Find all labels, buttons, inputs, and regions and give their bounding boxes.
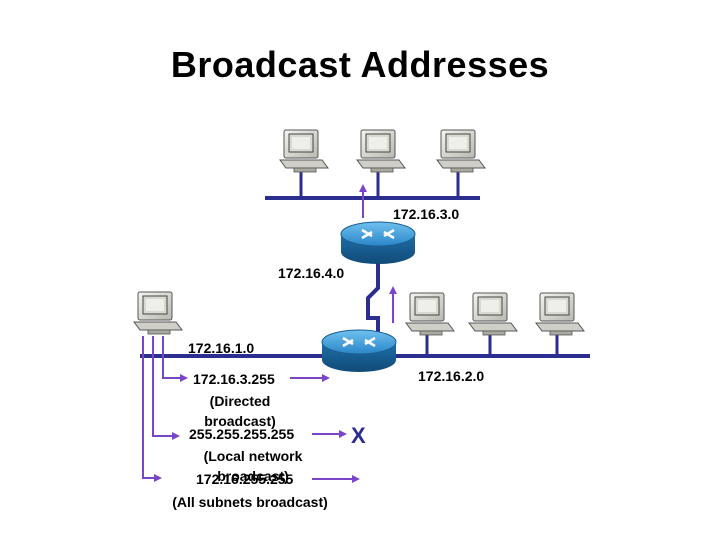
computer-icon	[133, 291, 183, 335]
broadcast-address: 172.16.3.255	[193, 371, 275, 387]
router-icon	[321, 329, 397, 372]
broadcast-description: (All subnets broadcast)	[172, 494, 328, 510]
serial-link	[366, 262, 380, 338]
computer-icon	[468, 292, 518, 336]
computer-icon	[405, 292, 455, 336]
router-icon	[340, 221, 416, 264]
network-label-right: 172.16.2.0	[418, 368, 485, 384]
broadcast-description: (Local network	[203, 448, 303, 464]
computer-icon	[279, 129, 329, 173]
broadcast-description: broadcast)	[217, 468, 289, 484]
broadcast-description: broadcast)	[204, 413, 276, 429]
network-label-top: 172.16.3.0	[393, 206, 460, 222]
broadcast-address: 172.16.255.255	[196, 471, 294, 487]
blocked-mark: X	[351, 423, 366, 448]
broadcast-description: (Directed	[209, 393, 271, 409]
network-label-link: 172.16.4.0	[278, 265, 345, 281]
page-title: Broadcast Addresses	[170, 44, 550, 85]
computer-icon	[356, 129, 406, 173]
broadcast-address: 255.255.255.255	[189, 426, 295, 442]
computer-icon	[535, 292, 585, 336]
computer-icon	[436, 129, 486, 173]
network-label-left: 172.16.1.0	[188, 340, 255, 356]
